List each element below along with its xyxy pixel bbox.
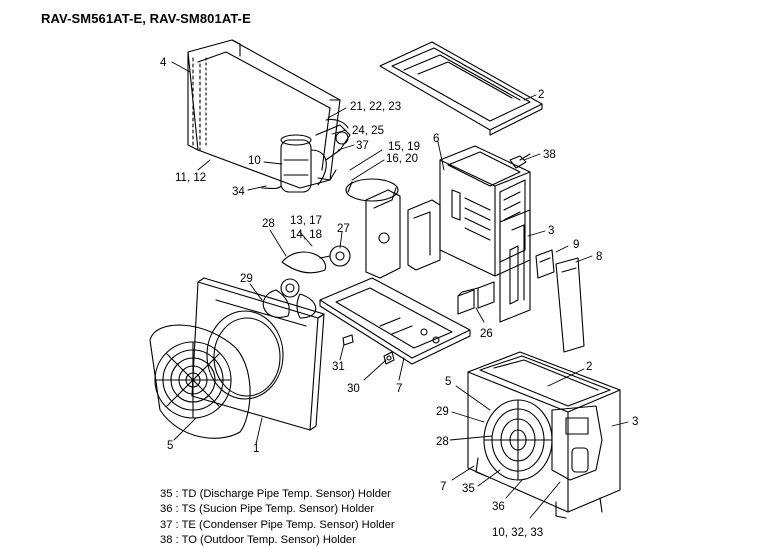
fan-guard	[149, 324, 251, 439]
motor-base	[345, 178, 401, 279]
callout-26: 26	[480, 328, 493, 340]
cover-plate	[535, 249, 555, 279]
legend-item: 38 : TO (Outdoor Temp. Sensor) Holder	[160, 533, 356, 546]
callout-16-20: 16, 20	[386, 153, 418, 165]
callout-6: 6	[433, 133, 439, 145]
callout-30: 30	[347, 383, 360, 395]
callout-5: 5	[167, 440, 173, 452]
callout-29b: 29	[436, 406, 449, 418]
top-panel	[379, 41, 543, 136]
callout-7: 7	[396, 383, 402, 395]
piping	[315, 118, 351, 181]
side-panel	[499, 209, 531, 323]
callout-11-12: 11, 12	[175, 172, 206, 184]
callout-36: 36	[492, 501, 505, 513]
legend-item: 37 : TE (Condenser Pipe Temp. Sensor) Ho…	[160, 518, 395, 531]
callout-14-18: 14, 18	[290, 229, 322, 241]
callout-10-32-33: 10, 32, 33	[492, 527, 543, 539]
callout-38: 38	[543, 149, 556, 161]
callout-2b: 2	[586, 361, 592, 373]
compressor	[261, 134, 327, 193]
diagram-title: RAV-SM561AT-E, RAV-SM801AT-E	[41, 11, 251, 26]
callout-27: 27	[337, 223, 350, 235]
callout-9: 9	[573, 239, 579, 251]
callout-35: 35	[462, 483, 475, 495]
callout-10: 10	[248, 155, 261, 167]
callout-8: 8	[596, 251, 602, 263]
control-box	[439, 145, 531, 277]
callout-1: 1	[253, 443, 259, 455]
callout-31: 31	[332, 361, 345, 373]
callout-2: 2	[538, 89, 544, 101]
callout-7b: 7	[440, 481, 446, 493]
legend-item: 35 : TD (Discharge Pipe Temp. Sensor) Ho…	[160, 488, 391, 500]
callout-28b: 28	[436, 436, 449, 448]
callout-4: 4	[160, 57, 167, 69]
assembled-unit	[467, 351, 621, 519]
callout-labels: 4 2 21, 22, 23 24, 25 37 6 15, 19 16, 20…	[160, 57, 638, 539]
callout-29: 29	[240, 273, 253, 285]
callout-34: 34	[232, 186, 245, 198]
reactor	[457, 281, 495, 315]
callout-3: 3	[548, 225, 554, 237]
sensor-holder-38	[509, 153, 531, 169]
callout-28: 28	[262, 218, 275, 230]
rear-side-panel	[555, 257, 585, 353]
propeller-fan	[262, 251, 326, 319]
sensor-legend: 35 : TD (Discharge Pipe Temp. Sensor) Ho…	[160, 487, 395, 548]
callout-15-19: 15, 19	[388, 141, 420, 153]
callout-13-17: 13, 17	[290, 215, 322, 227]
front-panel	[191, 277, 325, 431]
small-parts	[342, 334, 395, 365]
legend-item: 36 : TS (Sucion Pipe Temp. Sensor) Holde…	[160, 503, 375, 516]
callout-3b: 3	[632, 416, 638, 428]
callout-37: 37	[356, 140, 369, 152]
condenser-coil	[187, 39, 341, 189]
leader-lines	[171, 61, 629, 519]
partition-panel	[407, 199, 519, 305]
callout-24-25: 24, 25	[352, 125, 384, 137]
base-plate	[319, 277, 471, 365]
callout-5b: 5	[445, 376, 451, 388]
callout-21-22-23: 21, 22, 23	[350, 101, 401, 113]
